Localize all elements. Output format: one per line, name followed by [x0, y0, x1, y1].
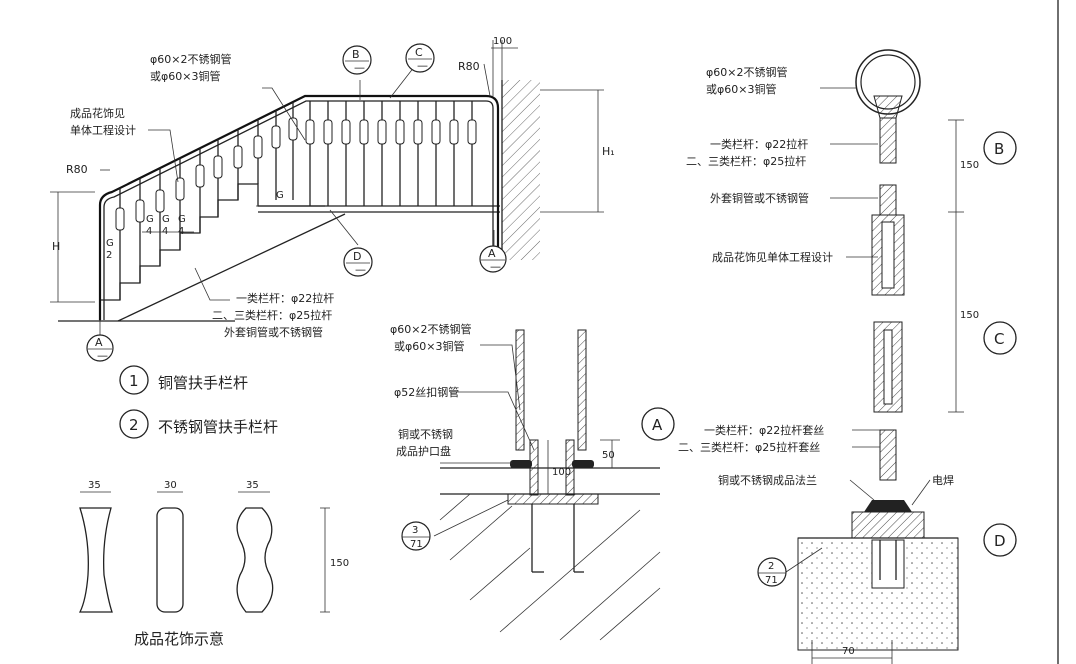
- detail-a-plate-1: 铜或不锈钢: [398, 427, 453, 441]
- rod-note-2: 二、三类栏杆：φ25拉杆: [212, 308, 332, 322]
- dim-g4-b-bot: 4: [162, 226, 168, 237]
- right-ref-top: 2: [768, 561, 774, 572]
- detail-a-pipe-2: 或φ60×3铜管: [394, 339, 464, 353]
- pipe-spec-2: 或φ60×3铜管: [150, 69, 220, 83]
- detail-a-pipe-1: φ60×2不锈钢管: [390, 322, 471, 336]
- right-flange: 铜或不锈钢成品法兰: [718, 473, 817, 487]
- pipe-spec-1: φ60×2不锈钢管: [150, 52, 231, 66]
- marker-c: C: [415, 46, 423, 59]
- deco-note-2: 单体工程设计: [70, 123, 136, 137]
- right-label-c: C: [994, 330, 1004, 348]
- radius-left: R80: [66, 163, 88, 176]
- deco-note-1: 成品花饰见: [70, 106, 125, 120]
- marker-b-dash: —: [354, 61, 365, 74]
- detail-a-dim-50: 50: [602, 450, 615, 461]
- marker-a-right-dash: —: [490, 260, 501, 273]
- radius-top: R80: [458, 60, 480, 73]
- detail-a-ref-top: 3: [412, 525, 418, 536]
- right-deco: 成品花饰见单体工程设计: [712, 250, 833, 264]
- right-pipe-1: φ60×2不锈钢管: [706, 65, 787, 79]
- right-rod-2: 二、三类栏杆：φ25拉杆: [686, 154, 806, 168]
- rod-note-1: 一类栏杆：φ22拉杆: [236, 291, 334, 305]
- right-thread-1: 一类栏杆：φ22拉杆套丝: [704, 423, 824, 437]
- legend-text-1: 铜管扶手栏杆: [158, 374, 248, 392]
- right-label-d: D: [994, 532, 1006, 550]
- legend-number-2: 2: [129, 416, 139, 434]
- right-ref-bot: 71: [765, 575, 778, 586]
- detail-a-plate-2: 成品护口盘: [396, 444, 451, 458]
- marker-a-right: A: [488, 247, 496, 260]
- ornament-samples: 35 30 35 150 成品花饰示意: [78, 480, 349, 648]
- marker-d: D: [353, 250, 361, 263]
- ornament-width-1: 35: [88, 480, 101, 491]
- rod-note-3: 外套铜管或不锈钢管: [224, 325, 323, 339]
- right-sleeve: 外套铜管或不锈钢管: [710, 191, 809, 205]
- ornament-width-2: 30: [164, 480, 177, 491]
- marker-a-left: A: [95, 336, 103, 349]
- marker-a-left-dash: —: [97, 349, 108, 362]
- ornament-height: 150: [330, 558, 349, 569]
- dim-g: G: [276, 190, 284, 201]
- dim-g4-a-top: G: [146, 214, 154, 225]
- marker-b: B: [352, 48, 360, 61]
- baluster-section: φ60×2不锈钢管 或φ60×3铜管 一类栏杆：φ22拉杆 二、三类栏杆：φ25…: [678, 49, 1017, 664]
- right-label-b: B: [994, 140, 1004, 158]
- stair-labels: φ60×2不锈钢管 或φ60×3铜管 成品花饰见 单体工程设计 R80 R80 …: [52, 36, 615, 362]
- dim-g4-c-top: G: [178, 214, 186, 225]
- ornament-caption: 成品花饰示意: [134, 630, 224, 648]
- legend-number-1: 1: [129, 372, 139, 390]
- right-dim-70: 70: [842, 646, 855, 657]
- right-dim-150-a: 150: [960, 160, 979, 171]
- dim-g4-b-top: G: [162, 214, 170, 225]
- dim-g2-bot: 2: [106, 250, 112, 261]
- right-dim-150-b: 150: [960, 310, 979, 321]
- right-weld: 电焊: [932, 473, 954, 487]
- legend-text-2: 不锈钢管扶手栏杆: [158, 418, 278, 436]
- dim-h1: H₁: [602, 145, 615, 158]
- dim-g4-a-bot: 4: [146, 226, 152, 237]
- legend: 1 2 铜管扶手栏杆 不锈钢管扶手栏杆: [119, 365, 278, 439]
- stair-elevation: [50, 40, 604, 338]
- detail-a-dim-100: 100: [552, 467, 571, 478]
- right-rod-1: 一类栏杆：φ22拉杆: [710, 137, 808, 151]
- marker-c-dash: —: [417, 59, 428, 72]
- detail-a: φ60×2不锈钢管 或φ60×3铜管 φ52丝扣钢管 铜或不锈钢 成品护口盘 1…: [390, 322, 675, 641]
- marker-d-dash: —: [355, 263, 366, 276]
- dim-g4-c-bot: 4: [178, 226, 184, 237]
- detail-a-label: A: [652, 416, 663, 434]
- dim-g2-top: G: [106, 238, 114, 249]
- right-thread-2: 二、三类栏杆：φ25拉杆套丝: [678, 440, 820, 454]
- ornament-width-3: 35: [246, 480, 259, 491]
- dim-100: 100: [493, 36, 512, 47]
- right-pipe-2: 或φ60×3铜管: [706, 82, 776, 96]
- detail-a-sleeve: φ52丝扣钢管: [394, 385, 459, 399]
- detail-a-ref-bot: 71: [410, 539, 423, 550]
- dim-h: H: [52, 240, 60, 253]
